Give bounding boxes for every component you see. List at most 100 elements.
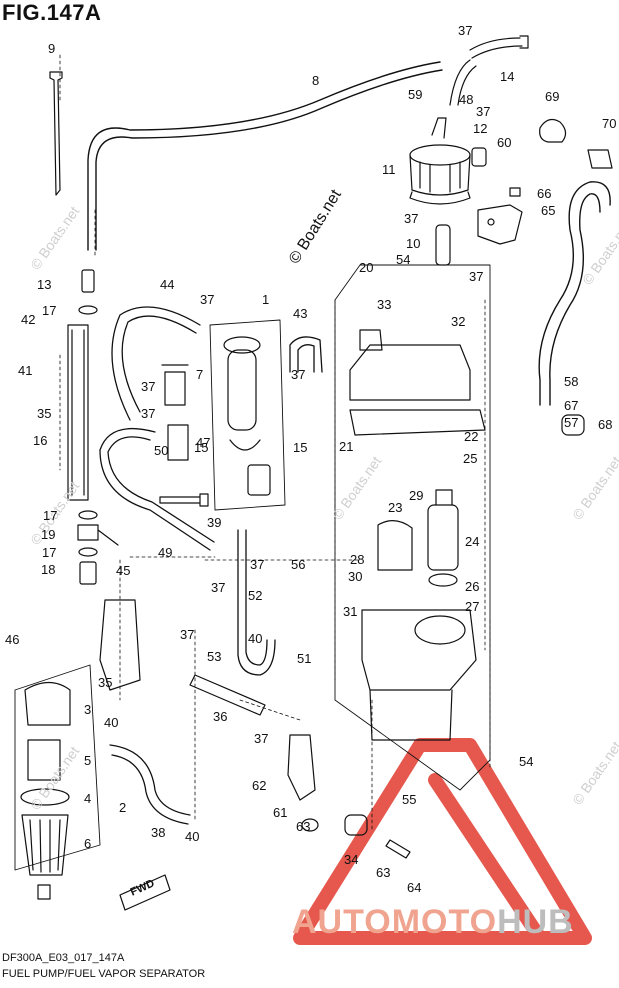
- callout-label: 65: [541, 203, 556, 218]
- callout-label: 45: [116, 563, 131, 578]
- callout-label: 4: [84, 791, 92, 806]
- callout-label: 63: [296, 819, 311, 834]
- hose-38: [109, 744, 191, 825]
- bracket-65: [477, 204, 523, 245]
- callout-label: 3: [84, 702, 92, 717]
- fwd-arrow: [119, 874, 171, 911]
- callout-label: 62: [252, 778, 267, 793]
- callout-label: 67: [564, 398, 579, 413]
- callout-label: 35: [98, 675, 113, 690]
- callout-label: 59: [408, 87, 423, 102]
- callout-label: 50: [154, 443, 169, 458]
- callout-label: 6: [84, 836, 92, 851]
- callout-label: 37: [254, 731, 269, 746]
- hose-53: [237, 529, 276, 676]
- brand-watermark-part1: AUTOMOTO: [292, 903, 498, 941]
- callout-label: 41: [18, 363, 33, 378]
- callout-label: 39: [207, 515, 222, 530]
- watermark-triangle: [293, 738, 592, 945]
- callout-label: 22: [464, 429, 479, 444]
- filter-assembly-2: [14, 664, 101, 900]
- bolt-50: [159, 493, 209, 507]
- callout-label: 15: [194, 440, 209, 455]
- callout-label: 48: [459, 92, 474, 107]
- bush-34: [344, 814, 368, 836]
- callout-label: 56: [291, 557, 306, 572]
- rail-16: [67, 324, 89, 501]
- brand-watermark: AUTOMOTOHUB: [292, 903, 574, 942]
- bolt-18: [79, 561, 97, 585]
- callout-label: 64: [407, 880, 422, 895]
- hose-8: [87, 61, 443, 251]
- callout-label: 44: [160, 277, 175, 292]
- hose-14: [469, 35, 529, 59]
- callout-label: 7: [196, 367, 204, 382]
- callout-label: 54: [396, 252, 411, 267]
- callout-label: 15: [293, 440, 308, 455]
- callout-label: 11: [382, 162, 396, 177]
- bracket-45: [99, 599, 141, 691]
- callout-label: 34: [344, 852, 359, 867]
- callout-label: 66: [537, 186, 552, 201]
- callout-label: 53: [207, 649, 222, 664]
- fuel-pump-1: [209, 319, 286, 511]
- drawing-caption: FUEL PUMP/FUEL VAPOR SEPARATOR: [2, 968, 206, 980]
- hose-43: [289, 336, 323, 373]
- figure-title: FIG.147A: [2, 0, 102, 25]
- cap-11: [409, 117, 471, 205]
- callout-label: 29: [409, 488, 424, 503]
- callout-label: 33: [377, 297, 392, 312]
- callout-label: 47: [196, 435, 211, 450]
- callout-label: 30: [348, 569, 363, 584]
- leader-lines: [59, 54, 491, 831]
- tie-9: [49, 71, 63, 196]
- filter-23: [377, 520, 413, 571]
- callout-label: 32: [451, 314, 466, 329]
- callout-label: 70: [602, 116, 617, 131]
- washer-17a: [78, 305, 98, 315]
- callout-label: 37: [180, 627, 195, 642]
- callout-label: 42: [21, 312, 36, 327]
- callout-label: 20: [359, 260, 374, 275]
- pipe-7: [161, 364, 189, 406]
- callout-label: 17: [42, 545, 57, 560]
- hose-48: [449, 59, 477, 106]
- callout-label: 12: [473, 121, 488, 136]
- callout-label: 24: [465, 534, 480, 549]
- callout-label: 43: [293, 306, 308, 321]
- callout-label: 25: [463, 451, 478, 466]
- callout-label: 19: [41, 527, 56, 542]
- pump-24: [427, 489, 459, 587]
- callout-label: 69: [545, 89, 560, 104]
- callout-label: 2: [119, 800, 127, 815]
- hose-58: [538, 181, 611, 406]
- callout-label: 58: [564, 374, 579, 389]
- bolt-64: [385, 839, 411, 859]
- pipe-10: [435, 224, 451, 266]
- callout-label: 1: [262, 292, 270, 307]
- callout-label: 27: [465, 599, 480, 614]
- callout-label: 37: [141, 406, 156, 421]
- callout-label: 21: [339, 439, 354, 454]
- callout-label: 37: [404, 211, 419, 226]
- washer-17b: [78, 510, 98, 520]
- callout-label: 23: [388, 500, 403, 515]
- callout-label: 60: [497, 135, 512, 150]
- callout-label: 5: [84, 753, 92, 768]
- callout-label: 9: [48, 41, 56, 56]
- clamp-69: [539, 118, 567, 143]
- callout-label: 68: [598, 417, 613, 432]
- callout-label: 55: [402, 792, 417, 807]
- drawing-code: DF300A_E03_017_147A: [2, 952, 125, 964]
- callout-label: 52: [248, 588, 263, 603]
- callout-label: 10: [406, 236, 421, 251]
- hose-44: [111, 306, 201, 421]
- callout-label: 37: [211, 580, 226, 595]
- union-19: [77, 524, 119, 546]
- callout-label: 46: [5, 632, 20, 647]
- callout-label: 14: [500, 69, 515, 84]
- callout-label: 35: [37, 406, 52, 421]
- callout-label: 63: [376, 865, 391, 880]
